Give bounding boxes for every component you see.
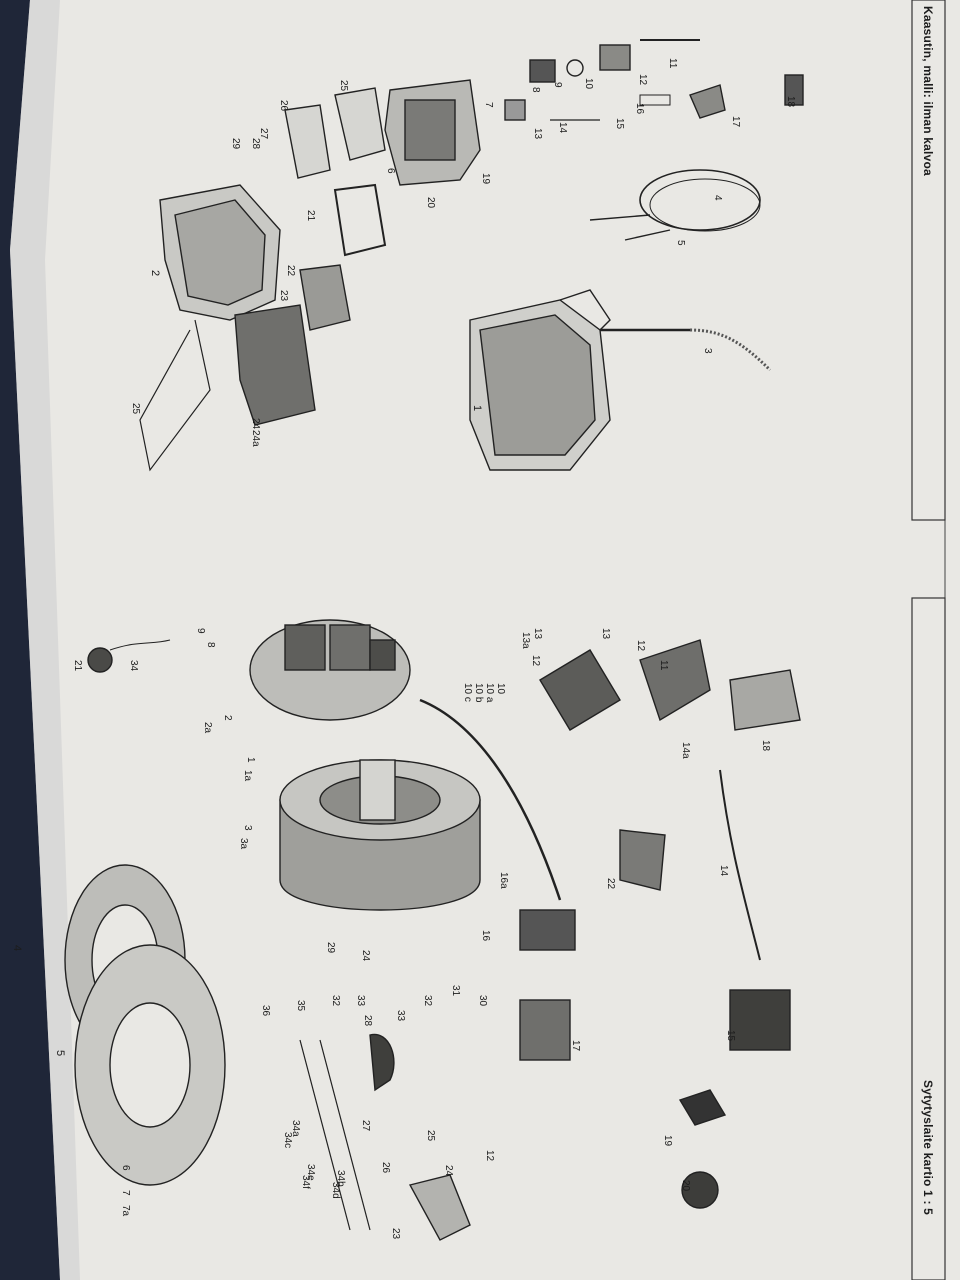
ign-label-27: 27 — [360, 1120, 371, 1132]
ign-label-19: 19 — [662, 1135, 673, 1147]
ign-label-16: 16 — [480, 930, 491, 942]
ign-label-13a: 13a — [520, 632, 531, 649]
ign-label-7: 7 — [120, 1190, 131, 1196]
ign-label-30: 30 — [477, 995, 488, 1007]
ign-label-18: 18 — [760, 740, 771, 752]
ign-label-11: 11 — [658, 660, 669, 671]
carb-label-1: 1 — [471, 405, 483, 412]
ign-label-1a: 1a — [242, 770, 253, 782]
ign-label-33-b: 33 — [355, 995, 366, 1007]
ign-label-10c: 10 c — [462, 683, 473, 702]
ign-label-33: 33 — [395, 1010, 406, 1022]
ign-label-8: 8 — [205, 642, 216, 648]
carb-label-8: 8 — [530, 87, 541, 93]
ign-label-34f: 34f — [300, 1175, 311, 1189]
ign-label-34d: 34d — [330, 1182, 341, 1199]
carb-label-23: 23 — [278, 290, 289, 302]
carb-label-21: 21 — [305, 210, 316, 222]
section-title-ignition: Sytytyslaite kartio 1 : 5 — [921, 1080, 935, 1216]
ign-label-1: 1 — [245, 757, 256, 763]
ign-label-14a: 14a — [680, 742, 691, 759]
ign-label-16a: 16a — [498, 872, 509, 889]
ign-label-32: 32 — [422, 995, 433, 1007]
carb-label-10: 10 — [583, 78, 594, 90]
ign-label-35: 35 — [295, 1000, 306, 1012]
carb-label-3: 3 — [702, 348, 713, 354]
carb-label-16: 16 — [634, 103, 645, 115]
carb-label-5: 5 — [675, 240, 686, 246]
ign-label-21: 21 — [72, 660, 83, 672]
carb-label-19: 19 — [480, 173, 491, 185]
carb-label-30: 29 — [230, 138, 241, 150]
ign-label-14: 14 — [718, 865, 729, 877]
carb-label-9: 9 — [552, 82, 563, 88]
ign-label-24: 24 — [360, 950, 371, 962]
ign-label-5: 5 — [54, 1050, 66, 1057]
ign-label-10a: 10 a — [484, 683, 495, 703]
ign-label-3a: 3a — [238, 838, 249, 850]
carb-label-6: 6 — [385, 168, 396, 174]
carb-label-12: 12 — [637, 74, 648, 86]
ign-label-9: 9 — [195, 628, 206, 634]
ign-label-26: 26 — [380, 1162, 391, 1174]
carb-label-18: 18 — [785, 96, 796, 108]
ign-label-24-b: 24 — [443, 1165, 454, 1177]
carb-label-4: 4 — [712, 195, 723, 201]
carb-label-2: 2 — [149, 270, 161, 277]
ign-label-23: 23 — [390, 1228, 401, 1240]
ign-label-12-a: 12 — [635, 640, 646, 652]
ign-label-22: 22 — [605, 878, 616, 890]
ign-label-28: 28 — [362, 1015, 373, 1027]
carb-label-27: 26 — [278, 100, 289, 112]
carb-label-25-top: 25 — [338, 80, 349, 92]
ign-label-13: 13 — [600, 628, 611, 640]
carb-label-14: 14 — [557, 122, 568, 134]
ign-label-32-b: 32 — [330, 995, 341, 1007]
ign-label-12-c: 12 — [484, 1150, 495, 1162]
ign-label-3: 3 — [242, 825, 253, 831]
ign-label-31: 31 — [450, 985, 461, 997]
ign-label-36: 36 — [260, 1005, 271, 1017]
ign-label-4: 4 — [11, 945, 23, 952]
carb-label-13: 13 — [532, 128, 543, 140]
ign-label-7a: 7a — [120, 1205, 131, 1217]
carb-label-20: 20 — [425, 197, 436, 209]
ign-label-29: 29 — [325, 942, 336, 954]
ign-label-17: 17 — [570, 1040, 581, 1052]
ign-label-20: 20 — [680, 1180, 691, 1192]
ign-label-34c: 34c — [282, 1132, 293, 1149]
ign-label-34: 34 — [128, 660, 139, 672]
carb-label-29: 28 — [250, 138, 261, 150]
ign-label-13-b: 13 — [532, 628, 543, 640]
ign-label-2a: 2a — [202, 722, 213, 734]
carb-label-24: 24 — [250, 418, 261, 430]
carb-label-15: 15 — [614, 118, 625, 130]
carb-label-22: 22 — [285, 265, 296, 277]
carb-label-25: 25 — [130, 403, 141, 415]
ign-label-10b: 10 b — [473, 683, 484, 703]
section-title-carburetor: Kaasutin, malli: ilman kalvoa — [921, 6, 935, 176]
carb-label-7: 7 — [483, 102, 494, 108]
ign-label-10: 10 — [495, 683, 506, 695]
ign-label-6: 6 — [120, 1165, 131, 1171]
carb-label-24a: 24a — [250, 430, 261, 447]
carb-label-17: 17 — [730, 116, 741, 128]
ign-label-2: 2 — [222, 715, 233, 721]
ign-label-12-b: 12 — [530, 655, 541, 667]
carb-label-11: 11 — [667, 58, 678, 69]
ign-label-25: 25 — [425, 1130, 436, 1142]
ign-label-15: 15 — [725, 1030, 736, 1042]
